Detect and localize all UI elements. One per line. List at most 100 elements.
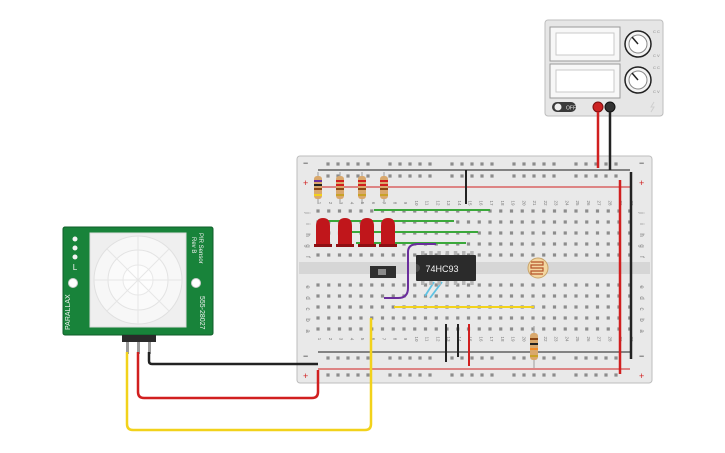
breadboard-hole[interactable] — [563, 220, 567, 224]
breadboard-hole[interactable] — [402, 316, 406, 320]
breadboard-hole[interactable] — [380, 283, 385, 287]
breadboard-hole[interactable] — [398, 174, 402, 178]
breadboard-hole[interactable] — [413, 316, 417, 320]
breadboard-hole[interactable] — [337, 283, 342, 287]
breadboard-hole[interactable] — [531, 253, 535, 257]
breadboard-hole[interactable] — [326, 356, 330, 360]
breadboard-hole[interactable] — [574, 373, 578, 377]
breadboard-hole[interactable] — [477, 231, 481, 235]
breadboard-hole[interactable] — [542, 174, 546, 178]
breadboard-hole[interactable] — [388, 174, 392, 178]
breadboard-hole[interactable] — [391, 283, 395, 287]
breadboard-hole[interactable] — [418, 356, 422, 360]
breadboard-hole[interactable] — [402, 253, 406, 257]
breadboard-hole[interactable] — [614, 373, 618, 377]
breadboard-hole[interactable] — [499, 283, 503, 287]
breadboard-hole[interactable] — [470, 356, 474, 360]
breadboard-hole[interactable] — [477, 283, 481, 287]
breadboard-hole[interactable] — [531, 283, 535, 287]
breadboard-hole[interactable] — [585, 327, 589, 331]
breadboard-hole[interactable] — [520, 242, 524, 246]
breadboard-hole[interactable] — [480, 174, 484, 178]
purple-wire[interactable] — [384, 243, 436, 299]
breadboard-hole[interactable] — [450, 356, 454, 360]
positive-terminal[interactable] — [592, 101, 604, 113]
breadboard-hole[interactable] — [434, 327, 438, 331]
breadboard-hole[interactable] — [512, 356, 516, 360]
breadboard-hole[interactable] — [552, 373, 556, 377]
breadboard-hole[interactable] — [531, 316, 535, 320]
breadboard-hole[interactable] — [466, 316, 471, 320]
breadboard-hole[interactable] — [477, 242, 481, 246]
breadboard-hole[interactable] — [336, 162, 340, 166]
breadboard-hole[interactable] — [512, 174, 516, 178]
breadboard-hole[interactable] — [531, 209, 535, 213]
breadboard-hole[interactable] — [552, 174, 556, 178]
breadboard-hole[interactable] — [574, 231, 578, 235]
breadboard-hole[interactable] — [460, 174, 464, 178]
breadboard-hole[interactable] — [606, 209, 610, 213]
breadboard-hole[interactable] — [456, 316, 460, 320]
resistor-group-top[interactable] — [314, 172, 388, 204]
breadboard-hole[interactable] — [488, 283, 492, 287]
led-group[interactable] — [314, 218, 397, 247]
breadboard-hole[interactable] — [595, 316, 600, 320]
breadboard-hole[interactable] — [337, 316, 342, 320]
breadboard-hole[interactable] — [499, 242, 503, 246]
breadboard-hole[interactable] — [509, 316, 514, 320]
breadboard-hole[interactable] — [316, 209, 320, 213]
breadboard-hole[interactable] — [477, 327, 481, 331]
breadboard-hole[interactable] — [509, 327, 514, 331]
breadboard-hole[interactable] — [512, 162, 516, 166]
breadboard-hole[interactable] — [574, 209, 578, 213]
breadboard-hole[interactable] — [413, 327, 417, 331]
breadboard-hole[interactable] — [542, 220, 546, 224]
breadboard-hole[interactable] — [563, 327, 567, 331]
breadboard-hole[interactable] — [359, 253, 363, 257]
led-4[interactable] — [379, 218, 397, 247]
breadboard-hole[interactable] — [585, 305, 589, 309]
breadboard-hole[interactable] — [488, 220, 492, 224]
breadboard-hole[interactable] — [604, 162, 608, 166]
breadboard-hole[interactable] — [346, 373, 350, 377]
breadboard-hole[interactable] — [408, 162, 412, 166]
breadboard-hole[interactable] — [380, 316, 385, 320]
breadboard-hole[interactable] — [356, 373, 360, 377]
breadboard-hole[interactable] — [370, 283, 374, 287]
breadboard-hole[interactable] — [595, 294, 600, 298]
resistor-1[interactable] — [314, 172, 322, 204]
pir-sensor[interactable]: L PARALLAX PIR Sensor Rev B 555-28027 — [62, 226, 214, 354]
breadboard-hole[interactable] — [520, 220, 524, 224]
breadboard-hole[interactable] — [428, 373, 432, 377]
power-switch[interactable]: OFF — [552, 102, 576, 112]
breadboard-hole[interactable] — [595, 220, 600, 224]
breadboard-hole[interactable] — [434, 294, 438, 298]
breadboard-hole[interactable] — [512, 373, 516, 377]
breadboard-hole[interactable] — [359, 294, 363, 298]
breadboard-hole[interactable] — [509, 253, 514, 257]
breadboard-hole[interactable] — [542, 231, 546, 235]
breadboard-hole[interactable] — [408, 373, 412, 377]
breadboard-hole[interactable] — [595, 283, 600, 287]
breadboard-hole[interactable] — [606, 327, 610, 331]
breadboard-hole[interactable] — [563, 242, 567, 246]
breadboard-hole[interactable] — [574, 327, 578, 331]
breadboard-hole[interactable] — [594, 356, 598, 360]
breadboard-hole[interactable] — [456, 220, 460, 224]
breadboard-hole[interactable] — [522, 356, 526, 360]
breadboard-hole[interactable] — [337, 305, 342, 309]
breadboard-hole[interactable] — [606, 242, 610, 246]
resistor-4[interactable] — [380, 172, 388, 204]
breadboard-hole[interactable] — [434, 316, 438, 320]
breadboard-hole[interactable] — [595, 242, 600, 246]
breadboard-hole[interactable] — [499, 294, 503, 298]
breadboard-hole[interactable] — [585, 209, 589, 213]
breadboard-hole[interactable] — [595, 327, 600, 331]
breadboard-hole[interactable] — [326, 162, 330, 166]
breadboard-hole[interactable] — [480, 356, 484, 360]
breadboard-hole[interactable] — [574, 253, 578, 257]
breadboard-hole[interactable] — [445, 316, 449, 320]
breadboard-hole[interactable] — [584, 356, 588, 360]
breadboard-hole[interactable] — [391, 316, 395, 320]
breadboard-hole[interactable] — [316, 316, 320, 320]
